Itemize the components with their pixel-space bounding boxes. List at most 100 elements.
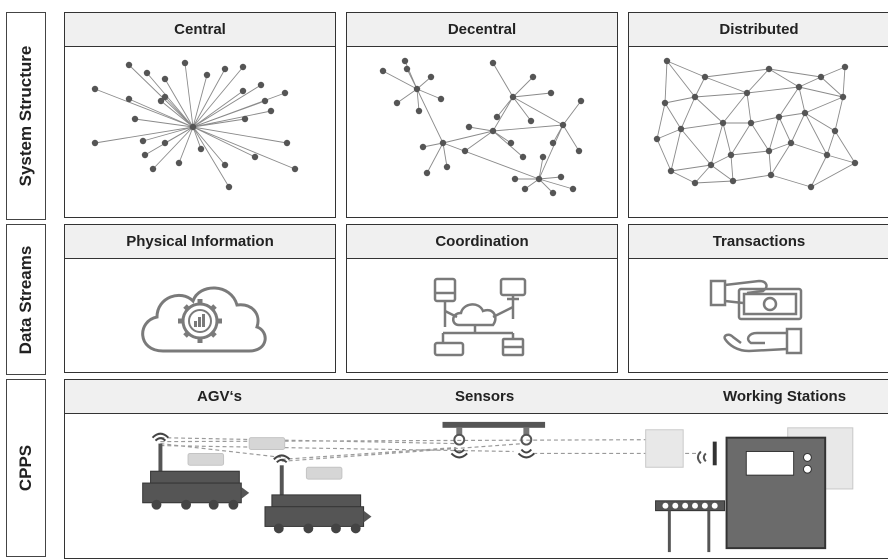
distributed-edge — [768, 142, 792, 152]
central-edge — [144, 126, 194, 156]
distributed-edge — [656, 138, 672, 172]
central-edge — [192, 126, 256, 158]
distributed-node — [775, 113, 783, 121]
distributed-edge — [810, 162, 856, 188]
central-edge — [192, 126, 296, 170]
decentral-node — [577, 97, 585, 105]
decentral-node — [557, 173, 565, 181]
decentral-node — [493, 113, 501, 121]
decentral-network — [379, 57, 585, 197]
central-edge — [160, 100, 194, 128]
working-station — [655, 436, 827, 553]
decentral-edge — [562, 100, 582, 126]
decentral-edge — [442, 142, 448, 168]
distributed-edge — [722, 92, 748, 124]
central-edge — [192, 68, 226, 128]
decentral-edge — [538, 156, 544, 180]
decentral-edge — [442, 130, 494, 144]
distributed-edge — [730, 150, 770, 156]
distributed-node — [743, 89, 751, 97]
distributed-edge — [694, 164, 712, 184]
transactions-title: Transactions — [629, 225, 888, 259]
distributed-node — [719, 119, 727, 127]
distributed-node — [823, 151, 831, 159]
central-node — [197, 145, 205, 153]
decentral-node — [419, 143, 427, 151]
panel-central: Central — [64, 12, 336, 218]
decentral-edge — [512, 96, 564, 126]
central-edge — [152, 126, 194, 170]
central-node — [261, 97, 269, 105]
decentral-edge — [538, 178, 554, 194]
central-node — [283, 139, 291, 147]
distributed-edge — [804, 96, 844, 114]
decentral-edge — [492, 62, 514, 98]
panel-transactions: Transactions — [628, 224, 888, 373]
central-edge — [128, 98, 194, 128]
panel-cpps: AGV‘s Sensors Working Stations — [64, 379, 888, 559]
decentral-node — [423, 169, 431, 177]
central-edge — [192, 74, 208, 128]
distributed-node — [767, 171, 775, 179]
central-node — [239, 87, 247, 95]
central-node — [267, 107, 275, 115]
decentral-edge — [396, 88, 418, 104]
distributed-node — [677, 125, 685, 133]
panel-distributed: Distributed — [628, 12, 888, 218]
decentral-edge — [538, 176, 562, 180]
distributed-node — [807, 183, 815, 191]
decentral-node — [519, 153, 527, 161]
distributed-node — [841, 63, 849, 71]
decentral-edge — [426, 142, 444, 174]
distributed-edge — [704, 76, 748, 94]
agv-2 — [264, 454, 372, 534]
distributed-title: Distributed — [629, 13, 888, 47]
decentral-edge — [406, 68, 418, 90]
network-cloud-icon — [433, 277, 527, 357]
central-node — [181, 59, 189, 67]
cloud-gear-icon — [141, 286, 267, 353]
central-node — [281, 89, 289, 97]
central-node — [157, 97, 165, 105]
decentral-node — [427, 73, 435, 81]
distributed-edge — [750, 122, 770, 152]
side-label-system-structure: System Structure — [16, 45, 35, 187]
distributed-edge — [656, 128, 682, 140]
distributed-edge — [770, 142, 792, 176]
distributed-node — [661, 99, 669, 107]
distributed-edge — [710, 122, 724, 166]
decentral-edge — [468, 126, 494, 132]
agv-1 — [142, 432, 250, 510]
distributed-edge — [798, 76, 822, 88]
distributed-edge — [746, 92, 752, 124]
distributed-node — [839, 93, 847, 101]
distributed-edge — [656, 102, 666, 140]
decentral-title: Decentral — [347, 13, 617, 47]
central-edge — [192, 110, 272, 128]
central-edge — [192, 126, 230, 188]
distributed-edge — [768, 68, 822, 78]
side-label-cpps: CPPS — [16, 444, 35, 492]
distributed-edge — [732, 174, 772, 182]
central-node — [225, 183, 233, 191]
decentral-node — [437, 95, 445, 103]
central-node — [221, 161, 229, 169]
decentral-node — [465, 123, 473, 131]
decentral-edge — [496, 96, 514, 118]
distributed-node — [707, 161, 715, 169]
side-cpps: CPPS — [6, 379, 46, 557]
sensor-rail — [442, 421, 546, 459]
decentral-node — [549, 139, 557, 147]
central-node — [203, 71, 211, 79]
central-node — [125, 61, 133, 69]
decentral-edge — [492, 124, 564, 132]
central-edge — [192, 84, 262, 128]
decentral-node — [415, 107, 423, 115]
panel-physical-information: Physical Information — [64, 224, 336, 373]
panel-coordination: Coordination — [346, 224, 618, 373]
distributed-edge — [680, 128, 712, 166]
decentral-edge — [416, 88, 420, 112]
distributed-node — [653, 135, 661, 143]
decentral-node — [575, 147, 583, 155]
decentral-edge — [382, 70, 418, 90]
